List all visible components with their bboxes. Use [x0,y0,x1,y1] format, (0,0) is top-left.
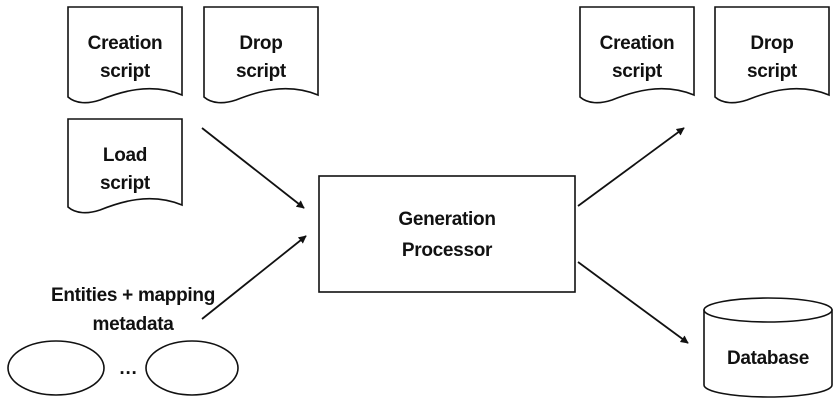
generation-processor-box: Generation Processor [318,175,576,293]
database-label: Database [727,348,809,369]
input-drop-script-line1: Drop [239,33,282,54]
arrow-entities-to-processor [201,235,307,320]
arrow-processor-to-scripts [577,127,685,207]
arrow-processor-to-database [577,261,689,344]
entity-ellipse-first [7,340,105,396]
processor-label-line1: Generation [398,209,495,230]
output-drop-script-line2: script [747,61,798,82]
output-database-cylinder: Database [703,297,833,398]
entities-ellipsis: … [119,358,138,379]
arrow-scripts-to-processor [201,127,305,209]
input-load-script-line1: Load [103,145,147,166]
input-drop-script-line2: script [236,61,287,82]
entities-label-line2: metadata [92,314,174,335]
input-drop-script-doc: Drop script [203,6,319,104]
input-creation-script-line1: Creation [88,33,163,54]
entities-label-line1: Entities + mapping [51,285,215,306]
input-load-script-doc: Load script [67,118,183,214]
input-creation-script-doc: Creation script [67,6,183,104]
input-load-script-line2: script [100,173,151,194]
processor-label-line2: Processor [402,240,493,261]
output-creation-script-line1: Creation [600,33,675,54]
entity-ellipse-last [145,340,239,396]
input-creation-script-line2: script [100,61,151,82]
output-drop-script-doc: Drop script [714,6,830,104]
output-drop-script-line1: Drop [750,33,793,54]
output-creation-script-line2: script [612,61,663,82]
output-creation-script-doc: Creation script [579,6,695,104]
